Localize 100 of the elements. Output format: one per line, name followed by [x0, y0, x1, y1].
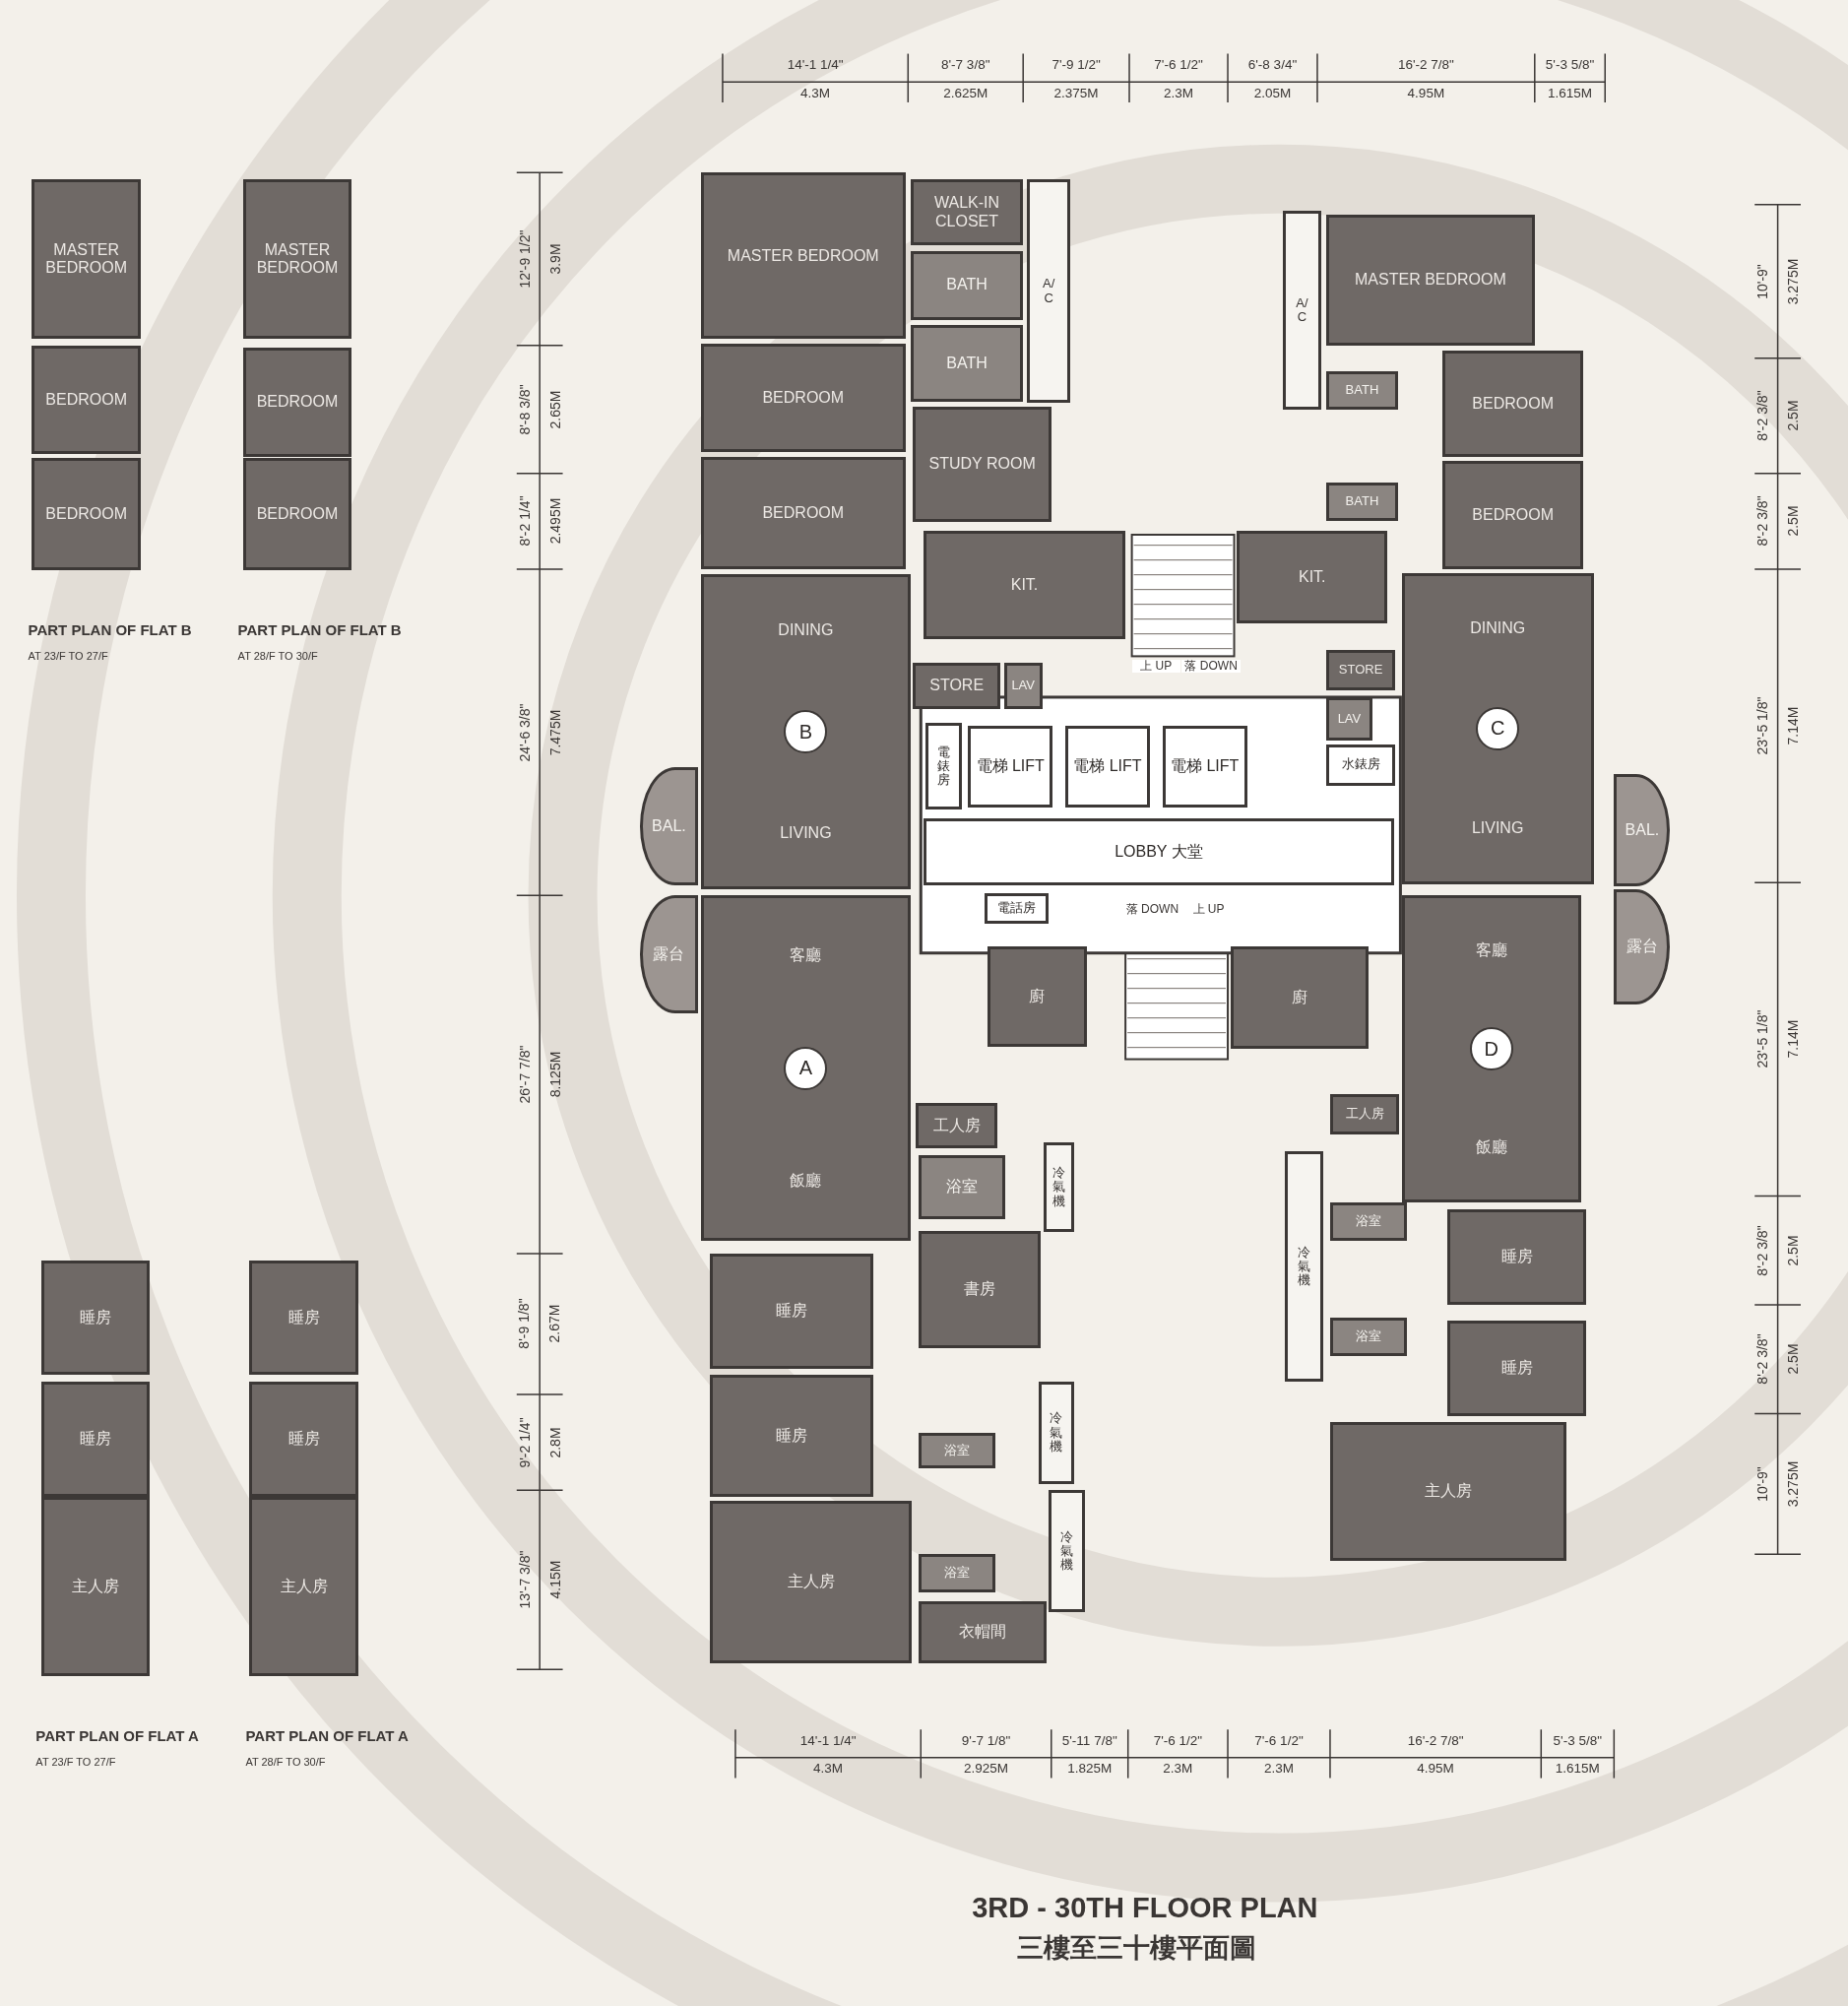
room-area	[1401, 895, 1581, 1203]
room-label: 飯廳	[1475, 1138, 1507, 1157]
dimension-label: 4.15M	[545, 1559, 564, 1601]
room-label: WALK-IN CLOSET	[933, 194, 1001, 230]
ac-platform	[1038, 1381, 1075, 1484]
room-area	[40, 1496, 150, 1676]
ac-platform	[1285, 1151, 1324, 1382]
room-label: BEDROOM	[762, 388, 845, 408]
room-label: 水錶房	[1341, 757, 1380, 773]
room-label: 睡房	[287, 1430, 320, 1449]
room-area	[918, 1601, 1047, 1663]
room-area	[910, 178, 1024, 246]
dimension-label: 24'-6 3/8"	[515, 702, 534, 764]
room-area	[700, 456, 906, 570]
dimension-label: 8.125M	[545, 1050, 564, 1100]
dimension-label: 23'-5 1/8"	[1753, 695, 1771, 757]
room-label: KIT.	[1299, 567, 1326, 587]
room-label: LIVING	[780, 823, 832, 843]
room-area	[32, 345, 141, 455]
room-label: BATH	[1345, 493, 1379, 509]
dimension-label: 4.3M	[812, 1760, 845, 1779]
room-label: DINING	[1470, 619, 1526, 638]
dimension-label: 7'-6 1/2"	[1152, 1731, 1204, 1750]
room-area	[910, 324, 1024, 402]
balcony-area	[1614, 773, 1671, 887]
room-label: 主人房	[1425, 1482, 1473, 1501]
dimension-label: 7.14M	[1784, 705, 1803, 747]
room-area	[1447, 1208, 1586, 1305]
dimension-label: 3.275M	[1784, 257, 1803, 307]
room-label: BAL.	[652, 816, 686, 836]
room-area	[709, 1500, 913, 1663]
room-label: 客廳	[1475, 940, 1507, 960]
room-area	[249, 1260, 358, 1376]
flat-marker: D	[1469, 1027, 1513, 1071]
dimension-label: 2.5M	[1784, 504, 1803, 539]
room-label: 工人房	[1345, 1106, 1384, 1122]
room-label: 浴室	[943, 1566, 970, 1582]
room-area	[1329, 1422, 1567, 1561]
room-label: BEDROOM	[256, 393, 339, 412]
part-plan-caption: PART PLAN OF FLAT B	[237, 621, 402, 640]
part-plan-caption: AT 28/F TO 30/F	[245, 1754, 326, 1770]
part-plan-caption: AT 23/F TO 27/F	[28, 649, 108, 665]
dimension-label: 2.495M	[545, 497, 564, 547]
room-label: 露台	[653, 944, 685, 964]
dimension-label: 7'-6 1/2"	[1153, 56, 1204, 75]
dimension-label: 4.95M	[1406, 84, 1446, 102]
room-label: 書房	[964, 1280, 995, 1299]
room-area	[242, 348, 352, 457]
room-label: 睡房	[287, 1308, 320, 1327]
room-label: 浴室	[1355, 1329, 1381, 1344]
room-label: LAV	[1337, 711, 1362, 727]
room-area	[32, 178, 141, 340]
room-area	[709, 1375, 874, 1497]
dimension-label: 8'-2 3/8"	[1753, 494, 1771, 549]
room-label: STUDY ROOM	[928, 455, 1036, 474]
room-area	[916, 1102, 998, 1149]
room-area	[913, 662, 1000, 709]
lift-area	[1065, 725, 1150, 808]
dimension-label: 8'-7 3/8"	[940, 56, 991, 75]
dimension-label: 7.475M	[545, 708, 564, 757]
room-label: BATH	[1345, 382, 1379, 398]
room-label: 電錶房	[936, 744, 951, 788]
room-label: MASTER BEDROOM	[727, 246, 879, 265]
dimension-label: 12'-9 1/2"	[515, 228, 534, 291]
dimension-label: 8'-2 3/8"	[1753, 1332, 1771, 1387]
plan-title: 3RD - 30TH FLOOR PLAN	[972, 1890, 1318, 1924]
room-label: 飯廳	[790, 1171, 822, 1190]
dimension-label: 14'-1 1/4"	[786, 56, 845, 75]
part-plan-caption: AT 28/F TO 30/F	[237, 649, 318, 665]
room-label: 工人房	[932, 1116, 981, 1135]
room-area	[918, 1554, 995, 1593]
room-label: BEDROOM	[45, 505, 127, 524]
plan-caption: 三樓至三十樓平面圖	[1016, 1932, 1256, 1966]
room-label: A/C	[1295, 295, 1309, 325]
ac-platform	[1027, 178, 1071, 404]
flat-marker: C	[1476, 706, 1520, 750]
room-label: BATH	[946, 276, 988, 294]
dimension-label: 4.3M	[799, 84, 832, 102]
room-area	[32, 458, 141, 571]
room-label: BATH	[946, 354, 988, 373]
room-label: 主人房	[71, 1577, 119, 1595]
ac-platform	[1282, 211, 1321, 410]
room-label: KIT.	[1010, 576, 1039, 595]
dimension-label: 2.3M	[1163, 84, 1195, 102]
dimension-label: 16'-2 7/8"	[1406, 1731, 1465, 1750]
room-label: 廚	[1291, 989, 1307, 1007]
room-area	[910, 250, 1024, 320]
room-label: BEDROOM	[1472, 394, 1555, 413]
room-label: DINING	[778, 621, 834, 640]
dimension-label: 7'-6 1/2"	[1253, 1731, 1305, 1750]
dimension-label: 2.3M	[1162, 1760, 1194, 1779]
ac-platform	[1043, 1142, 1075, 1232]
dimension-label: 2.5M	[1784, 1234, 1803, 1268]
dimension-label: 8'-9 1/8"	[515, 1297, 534, 1352]
room-area	[1237, 531, 1388, 623]
room-label: 浴室	[943, 1443, 970, 1458]
room-area	[918, 1432, 995, 1469]
part-plan-caption: PART PLAN OF FLAT A	[35, 1726, 199, 1745]
dimension-label: 10'-9"	[1753, 1465, 1771, 1504]
room-area	[700, 574, 911, 889]
